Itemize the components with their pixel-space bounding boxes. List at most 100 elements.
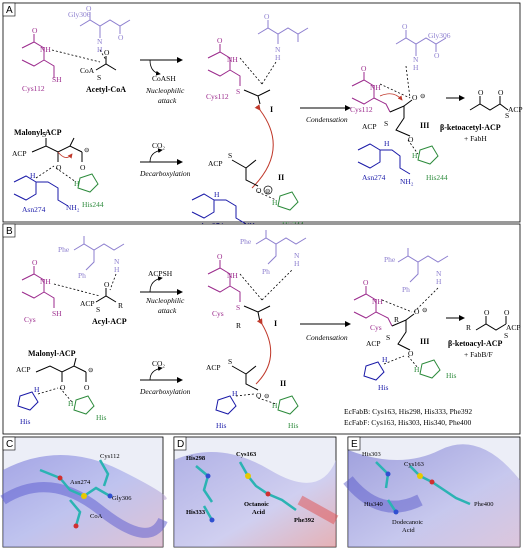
- his244-label-a-right: His244: [426, 173, 448, 182]
- svg-text:H: H: [232, 389, 238, 398]
- svg-text:S: S: [384, 119, 388, 128]
- panel-e: E His303 Cys163 His340 Phe400 Dodecanoic…: [343, 436, 521, 548]
- his244-ring-left: [77, 173, 99, 193]
- svg-text:NH: NH: [370, 83, 381, 92]
- acpsh-label: ACPSH: [148, 269, 173, 278]
- his-ring-b-left-2: [73, 395, 95, 415]
- cys112-structure-left: [21, 34, 55, 78]
- svg-text:NH: NH: [227, 271, 238, 280]
- beta-ketoacetyl-acp-label: β-ketoacetyl-ACP: [440, 123, 501, 132]
- phe-structure-b-left: [73, 236, 125, 271]
- coa-label-c: CoA: [90, 513, 103, 520]
- cys112-label-a-left: Cys112: [22, 84, 45, 93]
- his-ring-b-right-1: [363, 361, 385, 381]
- svg-text:H: H: [97, 45, 103, 54]
- svg-text:H: H: [436, 277, 442, 286]
- svg-text:H: H: [414, 365, 420, 374]
- acetyl-coa-structure: [95, 56, 117, 71]
- svg-text:H: H: [272, 401, 278, 410]
- red-arrow-a: [251, 104, 274, 189]
- svg-text:S: S: [228, 357, 232, 366]
- svg-text:H: H: [68, 399, 74, 408]
- phe-label-b-right: Phe: [384, 255, 396, 264]
- svg-text:S: S: [42, 130, 46, 139]
- intermediate-III-b: III: [420, 337, 429, 346]
- his-label-b-2: His: [96, 413, 107, 422]
- acp-prod-b: ACP: [506, 323, 521, 332]
- r-label-b-mid: R: [236, 321, 241, 330]
- svg-text:⊖: ⊖: [265, 188, 271, 195]
- svg-text:O: O: [256, 186, 262, 195]
- acp-label-b-left: ACP: [16, 365, 31, 374]
- acp-label-b-right: ACP: [366, 339, 381, 348]
- svg-text:NH: NH: [227, 55, 238, 64]
- svg-text:H: H: [74, 179, 80, 188]
- svg-text:H: H: [275, 53, 281, 62]
- nucleophilic-label-b1: Nucleophilic: [145, 296, 185, 305]
- svg-text:N: N: [114, 257, 120, 266]
- svg-text:H: H: [30, 171, 36, 180]
- cys-label-b-mid: Cys: [212, 309, 224, 318]
- gly306-structure-mid: [257, 20, 309, 44]
- acp-label-a-left: ACP: [12, 149, 27, 158]
- condensation-label-b: Condensation: [306, 333, 348, 342]
- acp-s-label-b: ACP: [80, 299, 95, 308]
- acetyl-coa-label: Acetyl-CoA: [86, 85, 126, 94]
- asn274-structure-right: [357, 143, 411, 175]
- svg-text:NH: NH: [40, 45, 51, 54]
- coash-label: CoASH: [152, 74, 176, 83]
- sh-group-a: SH: [52, 75, 62, 84]
- his-label-b-5: His: [378, 383, 389, 392]
- his-ring-b-mid-2: [277, 395, 299, 415]
- svg-text:H: H: [34, 385, 40, 394]
- phe-label-b-left: Phe: [58, 245, 70, 254]
- cys112-label-c: Cys112: [100, 453, 120, 460]
- svg-text:O: O: [363, 278, 369, 287]
- cys112-label-a-mid: Cys112: [206, 92, 229, 101]
- gly306-label-c: Gly306: [112, 495, 132, 502]
- svg-text:O: O: [412, 93, 418, 102]
- ph-label-b-right: Ph: [402, 285, 410, 294]
- svg-text:N: N: [294, 251, 300, 260]
- svg-text:H: H: [114, 265, 120, 274]
- beta-ketoacyl-structure: [475, 316, 507, 331]
- nucleophilic-label-b2: attack: [158, 306, 177, 315]
- svg-text:⊖: ⊖: [420, 93, 426, 100]
- svg-text:S: S: [236, 303, 240, 312]
- svg-text:O: O: [80, 163, 86, 172]
- his333-label-d: His333: [186, 509, 206, 516]
- intermediate-II-a: II: [278, 173, 284, 182]
- fabf-residues: EcFabF: Cys163, His303, His340, Phe400: [344, 418, 472, 427]
- his244-label-a-left: His244: [82, 200, 104, 209]
- svg-text:H: H: [412, 151, 418, 160]
- svg-text:O: O: [104, 48, 110, 57]
- octanoic-label-d2: Acid: [252, 509, 265, 516]
- fabb-residues: EcFabB: Cys163, His298, His333, Phe392: [344, 407, 472, 416]
- his-ring-b-left-1: [17, 391, 39, 411]
- svg-text:O: O: [118, 33, 124, 42]
- cys112-structure-mid: [207, 44, 241, 86]
- cys112-structure-right: [351, 72, 391, 113]
- svg-text:NH: NH: [372, 297, 383, 306]
- svg-text:O: O: [408, 135, 414, 144]
- his244-ring-mid: [277, 191, 299, 211]
- his-ring-b-mid-1: [215, 395, 237, 415]
- panel-b-letter: B: [6, 226, 13, 237]
- asn274-label-c: Asn274: [70, 479, 91, 486]
- r-label-b-right: R: [394, 315, 399, 324]
- his340-label-e: His340: [364, 501, 383, 508]
- svg-text:⊖: ⊖: [84, 147, 90, 154]
- protein-ribbon-e: [348, 444, 520, 547]
- panel-e-letter: E: [351, 439, 358, 450]
- tetrahedral-intermediate-a: [389, 99, 413, 137]
- phe392-label-d: Phe392: [294, 517, 314, 524]
- panel-c-letter: C: [6, 439, 13, 450]
- s-atom-a: S: [97, 73, 101, 82]
- svg-text:O: O: [86, 4, 92, 13]
- his-label-b-3: His: [216, 421, 227, 430]
- panel-c: C Cys112 Asn274 Gly306 CoA: [0, 436, 168, 548]
- intermediate-I-a: I: [270, 105, 273, 114]
- panel-d-letter: D: [177, 439, 184, 450]
- svg-text:O: O: [104, 280, 110, 289]
- tetrahedral-intermediate-b: [391, 313, 415, 351]
